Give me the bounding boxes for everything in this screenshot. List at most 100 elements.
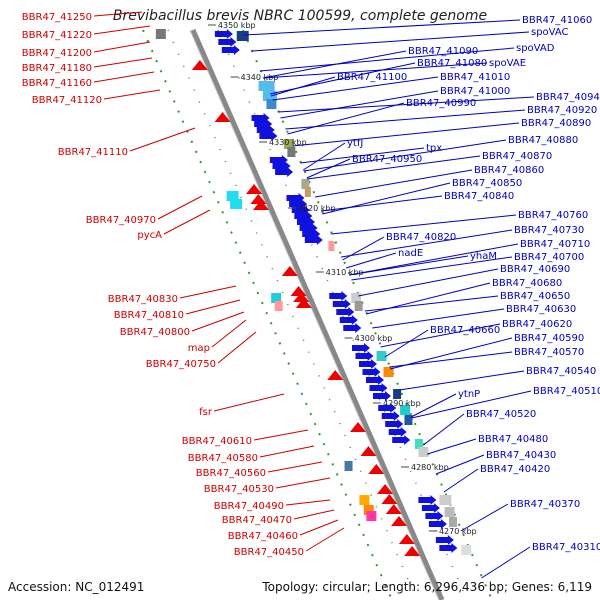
- label-leader-line: [303, 139, 507, 172]
- track-boundary-outer-left: [142, 29, 393, 600]
- label-leader-line: [270, 76, 336, 97]
- gene-feature: [155, 29, 166, 39]
- reverse-gene-label: BBR47_41160: [22, 78, 92, 89]
- forward-gene-label: BBR47_40920: [527, 105, 597, 116]
- gene-feature: [329, 291, 348, 301]
- forward-gene-label: BBR47_40370: [510, 499, 580, 510]
- forward-gene-label: BBR47_40950: [352, 154, 422, 165]
- forward-gene-label: BBR47_40940: [536, 92, 600, 103]
- forward-gene-label: BBR47_40430: [486, 450, 556, 461]
- reverse-gene-label: BBR47_40800: [120, 327, 190, 338]
- label-leader-line: [305, 527, 345, 552]
- label-leader-line: [93, 71, 155, 83]
- gene-feature: [439, 543, 458, 553]
- reverse-gene-label: BBR47_40460: [228, 531, 298, 542]
- label-leader-line: [251, 31, 530, 52]
- label-leader-line: [345, 252, 397, 269]
- reverse-gene-label: BBR47_41180: [22, 63, 92, 74]
- gene-feature: [336, 307, 355, 317]
- gene-feature: [381, 411, 400, 421]
- forward-gene-label: BBR47_40840: [444, 191, 514, 202]
- gene-feature: [293, 292, 310, 302]
- forward-gene-label: BBR47_40310: [532, 542, 600, 553]
- gene-feature: [393, 389, 402, 399]
- label-leader-line: [307, 155, 481, 180]
- forward-gene-label: BBR47_40890: [521, 118, 591, 129]
- reverse-gene-label: BBR47_41220: [22, 30, 92, 41]
- forward-gene-label: ytnP: [458, 389, 480, 400]
- label-leader-line: [93, 25, 151, 35]
- gene-feature: [355, 351, 374, 361]
- gene-feature: [304, 235, 323, 245]
- label-leader-line: [267, 461, 323, 473]
- label-leader-line: [277, 96, 535, 113]
- gene-feature: [328, 241, 335, 251]
- reverse-strand-labels: BBR47_41250BBR47_41220BBR47_41200BBR47_4…: [22, 11, 345, 558]
- label-leader-line: [481, 546, 531, 579]
- label-leader-line: [287, 102, 405, 135]
- forward-gene-label: spoVAE: [489, 58, 526, 69]
- label-leader-line: [399, 370, 525, 391]
- gene-feature: [274, 301, 283, 311]
- forward-gene-label: BBR47_40990: [406, 98, 476, 109]
- forward-gene-label: BBR47_41060: [522, 15, 592, 26]
- gene-feature: [344, 461, 353, 471]
- label-leader-line: [300, 147, 425, 164]
- gene-feature: [271, 293, 282, 303]
- forward-gene-label: BBR47_40420: [480, 464, 550, 475]
- label-leader-line: [351, 256, 513, 281]
- reverse-gene-label: BBR47_40610: [182, 436, 252, 447]
- gene-feature: [286, 193, 305, 203]
- gene-feature: [354, 301, 363, 311]
- kbp-tick-label: 4350 kbp: [218, 21, 256, 30]
- gene-feature: [299, 223, 318, 233]
- gene-feature: [245, 184, 262, 194]
- gene-feature: [287, 147, 296, 157]
- gene-feature: [439, 495, 452, 505]
- label-leader-line: [93, 57, 153, 68]
- label-leader-line: [253, 429, 309, 441]
- label-leader-line: [384, 329, 429, 358]
- label-leader-line: [349, 243, 519, 276]
- reverse-gene-label: BBR47_40810: [114, 310, 184, 321]
- gene-feature: [302, 229, 321, 239]
- gene-feature: [418, 447, 429, 457]
- gene-feature: [381, 494, 398, 504]
- gene-feature: [301, 179, 310, 189]
- gene-feature: [352, 343, 371, 353]
- gene-feature: [365, 375, 384, 385]
- forward-gene-label: BBR47_40760: [518, 210, 588, 221]
- map-title: Brevibacillus brevis NBRC 100599, comple…: [112, 8, 488, 24]
- forward-gene-label: BBR47_40730: [514, 225, 584, 236]
- gene-feature: [254, 119, 273, 129]
- kbp-tick-label: 4340 kbp: [241, 73, 279, 82]
- reverse-gene-label: map: [188, 343, 210, 354]
- label-leader-line: [280, 90, 439, 119]
- label-leader-line: [331, 214, 517, 235]
- gene-feature: [256, 125, 275, 135]
- gene-feature: [250, 194, 267, 204]
- gene-feature: [358, 359, 377, 369]
- gene-feature: [258, 81, 275, 91]
- label-leader-line: [299, 519, 339, 536]
- gene-feature: [304, 187, 311, 197]
- forward-gene-label: BBR47_41080: [417, 58, 487, 69]
- gene-feature: [368, 464, 385, 474]
- label-leader-line: [285, 109, 526, 130]
- gene-feature: [214, 112, 231, 122]
- label-leader-line: [93, 11, 143, 17]
- label-leader-line: [349, 255, 469, 276]
- label-leader-line: [263, 62, 488, 79]
- label-leader-line: [460, 503, 509, 532]
- label-leader-line: [103, 89, 161, 100]
- gene-feature: [251, 113, 270, 123]
- label-leader-line: [427, 438, 477, 455]
- label-leader-line: [389, 351, 513, 368]
- label-leader-line: [443, 468, 479, 493]
- gene-feature: [385, 419, 404, 429]
- gene-feature: [343, 323, 362, 333]
- label-leader-line: [380, 323, 501, 348]
- gene-feature: [281, 266, 298, 276]
